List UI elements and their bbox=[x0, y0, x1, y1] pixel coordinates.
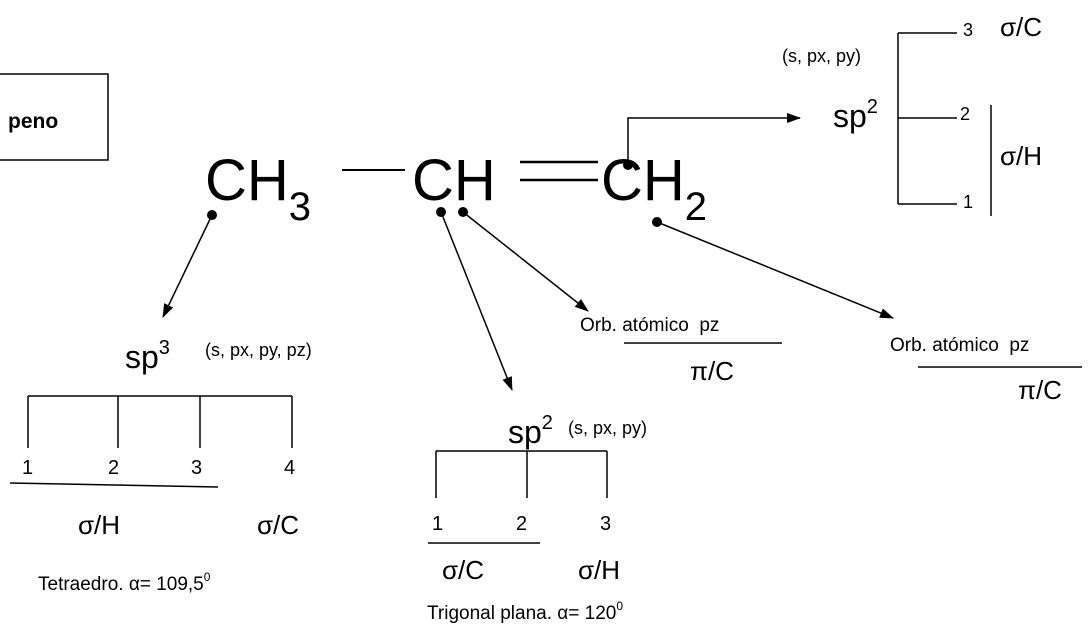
carbon1-c-label: σ/C bbox=[257, 510, 299, 540]
carbon2-geometry-sup: 0 bbox=[616, 599, 623, 613]
carbon2-symbol: CH bbox=[412, 148, 496, 213]
carbon3-bond3-label: σ/C bbox=[1000, 12, 1042, 42]
compound-name-box bbox=[0, 73, 109, 161]
carbon3-bond1-num: 1 bbox=[963, 192, 973, 212]
carbon1-subscript: 3 bbox=[289, 185, 311, 229]
arrow-carbon1-sp3 bbox=[162, 214, 213, 318]
carbon1-geometry-sup: 0 bbox=[204, 570, 211, 584]
pz-right-bond: π/C bbox=[1018, 375, 1062, 405]
carbon2-c-label: σ/C bbox=[442, 555, 484, 585]
carbon1-num-4: 4 bbox=[284, 457, 295, 479]
arrow-carbon2-sp2 bbox=[440, 211, 513, 391]
carbon2-orbitals: (s, px, py) bbox=[568, 418, 647, 438]
carbon3-bond3-num: 3 bbox=[963, 20, 973, 40]
carbon1-num-1: 1 bbox=[22, 457, 33, 479]
carbon2-h-label: σ/H bbox=[578, 555, 620, 585]
carbon1-h-label: σ/H bbox=[78, 510, 120, 540]
carbon3-subscript: 2 bbox=[685, 185, 707, 229]
carbon3-symbol: CH2 bbox=[601, 148, 707, 229]
carbon1-num-3: 3 bbox=[191, 457, 202, 479]
carbon1-hybrid: sp3 bbox=[125, 337, 170, 375]
carbon3-hybrid-sup: 2 bbox=[867, 96, 878, 118]
carbon1-h-underline bbox=[9, 482, 219, 488]
carbon2-num-2: 2 bbox=[516, 513, 527, 535]
carbon1-geometry: Tetraedro. α= 109,50 bbox=[38, 570, 211, 595]
carbon1-symbol: CH3 bbox=[205, 148, 311, 229]
carbon3-hybrid: sp2 bbox=[833, 96, 878, 134]
carbon3-h-label: σ/H bbox=[1000, 141, 1042, 171]
arrow-carbon3-pz bbox=[656, 221, 894, 319]
pz-mid-bond: π/C bbox=[690, 356, 734, 386]
arrow-carbon2-pz bbox=[462, 211, 589, 312]
arrow-carbon3-sp2 bbox=[627, 113, 801, 165]
carbon1-hybrid-sup: 3 bbox=[159, 337, 170, 359]
compound-name-text: peno bbox=[8, 110, 58, 133]
carbon2-num-1: 1 bbox=[432, 513, 443, 535]
pz-mid-title: Orb. atómico pz bbox=[580, 315, 719, 336]
carbon1-orbitals: (s, px, py, pz) bbox=[205, 340, 312, 360]
carbon1-num-2: 2 bbox=[108, 457, 119, 479]
carbon2-num-3: 3 bbox=[600, 513, 611, 535]
carbon2-hybrid-sup: 2 bbox=[542, 412, 553, 434]
carbon3-orbitals: (s, px, py) bbox=[782, 46, 861, 66]
carbon2-hybrid: sp2 bbox=[508, 412, 553, 450]
carbon3-bond2-num: 2 bbox=[960, 104, 970, 124]
pz-right-title: Orb. atómico pz bbox=[890, 335, 1029, 356]
carbon2-geometry: Trigonal plana. α= 1200 bbox=[427, 599, 623, 624]
